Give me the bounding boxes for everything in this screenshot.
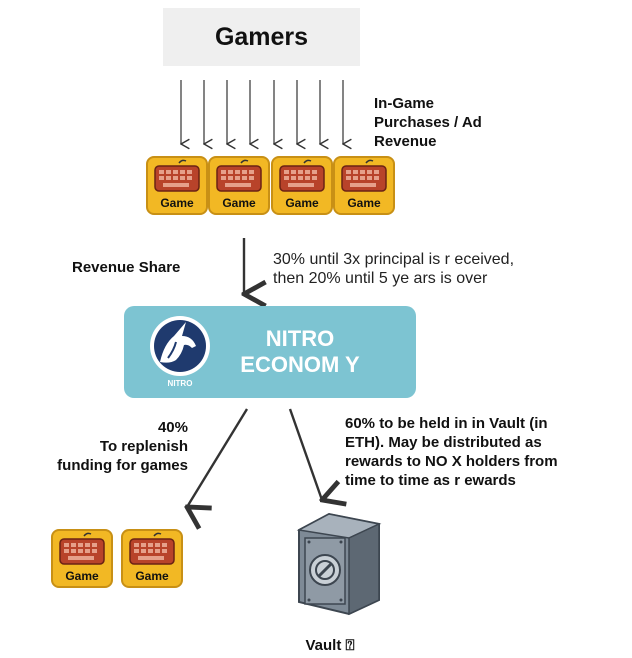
- game-icon: [121, 529, 183, 588]
- game-label: Game: [285, 196, 319, 210]
- nitro-title-line: ECONOM Y: [240, 352, 360, 377]
- left-split-line: To replenish: [99, 438, 188, 455]
- game-label: Game: [347, 196, 381, 210]
- split-right-arrow: [288, 408, 322, 500]
- gamers-box: Gamers: [163, 8, 360, 66]
- game-icon: [333, 156, 395, 215]
- right-split-line: rewards to NO X holders from: [345, 453, 558, 470]
- in-game-label-line: In-Game: [374, 95, 435, 112]
- game-tile: Game: [207, 155, 271, 216]
- revenue-share-label: Revenue Share: [72, 259, 181, 276]
- revenue-terms-line: 30% until 3x principal is r eceived,: [273, 251, 515, 268]
- purchase-arrows: [181, 80, 343, 144]
- in-game-label-line: Purchases / Ad: [374, 114, 482, 131]
- game-label: Game: [222, 196, 256, 210]
- nitro-unicorn-logo-icon: NITRO: [150, 316, 210, 388]
- game-tile: Game: [120, 528, 184, 589]
- game-icon: [271, 156, 333, 215]
- game-tile: Game: [145, 155, 209, 216]
- nitro-title-line: NITRO: [265, 326, 335, 351]
- right-split-label: 60% to be held in in Vault (in ETH). May…: [345, 414, 558, 490]
- vault-label: Vault ⍰: [305, 637, 355, 654]
- left-split-label: 40% To replenish funding for games: [10, 418, 188, 475]
- nitro-logo-text: NITRO: [168, 379, 193, 388]
- left-split-line: funding for games: [57, 457, 188, 474]
- right-split-line: 60% to be held in in Vault (in: [345, 415, 548, 432]
- game-tile: Game: [50, 528, 114, 589]
- game-tile: Game: [270, 155, 334, 216]
- game-label: Game: [65, 569, 99, 583]
- game-icon: [208, 156, 270, 215]
- in-game-label-line: Revenue: [374, 133, 437, 150]
- game-tile: Game: [332, 155, 396, 216]
- vault-safe-icon: [296, 512, 382, 616]
- split-left-arrow: [187, 408, 249, 507]
- game-icon: [51, 529, 113, 588]
- right-split-line: time to time as r ewards: [345, 472, 516, 489]
- revenue-terms-line: then 20% until 5 ye ars is over: [273, 270, 488, 287]
- in-game-label: In-Game Purchases / Ad Revenue: [374, 94, 482, 151]
- right-split-line: ETH). May be distributed as: [345, 434, 542, 451]
- nitro-title: NITRO ECONOM Y: [220, 326, 380, 378]
- left-split-line: 40%: [157, 419, 188, 436]
- game-icon: [146, 156, 208, 215]
- game-label: Game: [135, 569, 169, 583]
- gamers-label: Gamers: [214, 22, 309, 51]
- revenue-terms: 30% until 3x principal is r eceived, the…: [273, 250, 514, 288]
- game-label: Game: [160, 196, 194, 210]
